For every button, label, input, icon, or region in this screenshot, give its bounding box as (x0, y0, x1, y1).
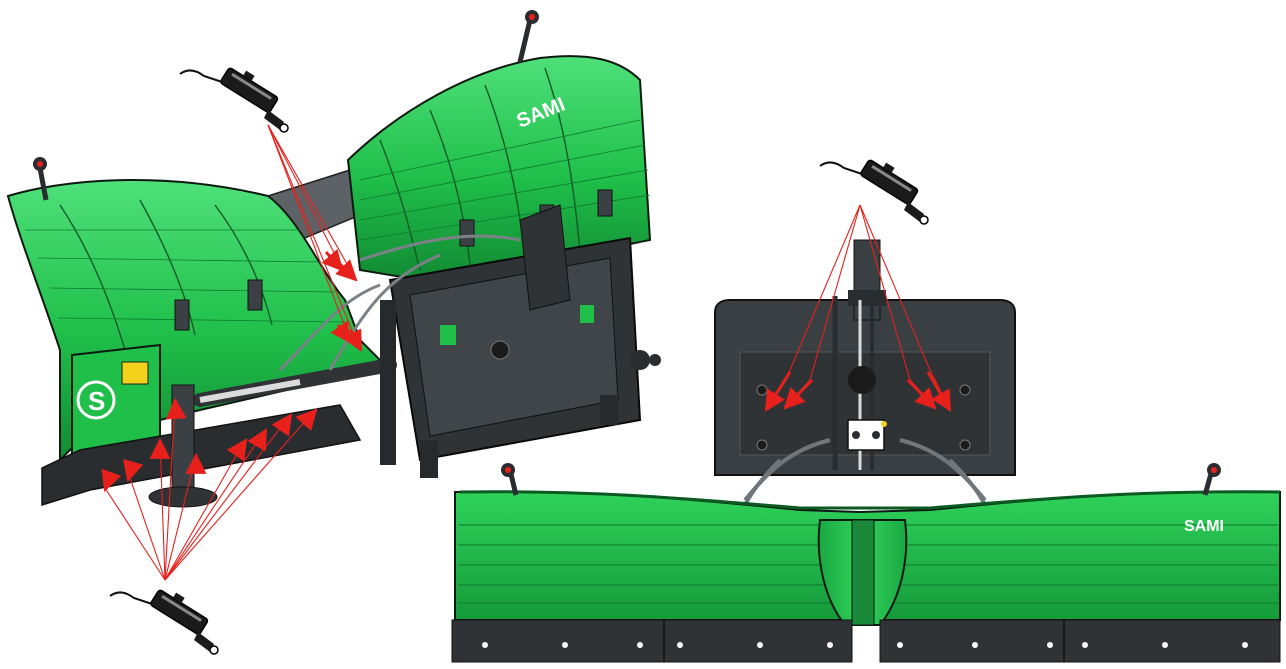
red-arrow (226, 438, 248, 462)
front-blade-top-rail (459, 490, 1281, 510)
red-arrow (764, 371, 792, 412)
front-cutting-edge-right (879, 619, 1281, 663)
right-wing-moldboard (346, 55, 652, 282)
warning-decal (121, 361, 149, 385)
hydraulic-hoses (278, 234, 521, 372)
red-arrow (906, 378, 937, 410)
cutting-edge-bolts (482, 642, 1248, 648)
plate-bolts (756, 384, 971, 451)
cutting-edge-seams (663, 620, 1065, 662)
left-wing-ribs (59, 199, 273, 351)
left-plow-view: SAMI S (6, 10, 661, 508)
front-cutting-edge-left (451, 619, 853, 663)
grease-gun-icon (109, 588, 219, 655)
front-blade-wordmark: SAMI (1184, 518, 1224, 535)
right-plow-view: SAMI (451, 239, 1281, 663)
side-logo-letter: S (88, 386, 105, 416)
grease-gun-icon (179, 66, 289, 133)
red-arrow (295, 408, 318, 432)
red-arrow (123, 458, 144, 483)
left-wing-lines (25, 229, 346, 323)
grease-gun-icon (819, 158, 929, 225)
red-arrow (165, 397, 187, 420)
side-logo-badge (76, 380, 116, 420)
red-arrow (101, 468, 122, 492)
red-arrow (783, 378, 814, 410)
parking-stand-foot (148, 486, 218, 508)
right-light-post (517, 19, 533, 63)
mounting-frame (380, 204, 661, 478)
red-arrow (247, 428, 268, 452)
front-end-lights (501, 463, 1221, 496)
top-link-tower (832, 239, 887, 470)
red-arrow (335, 259, 358, 282)
red-arrow (342, 328, 363, 352)
red-arrow (926, 371, 952, 412)
red-arrow (271, 413, 293, 437)
red-arrow (321, 248, 344, 272)
left-light-post (37, 167, 49, 201)
lubrication-point-arrows (101, 248, 952, 492)
